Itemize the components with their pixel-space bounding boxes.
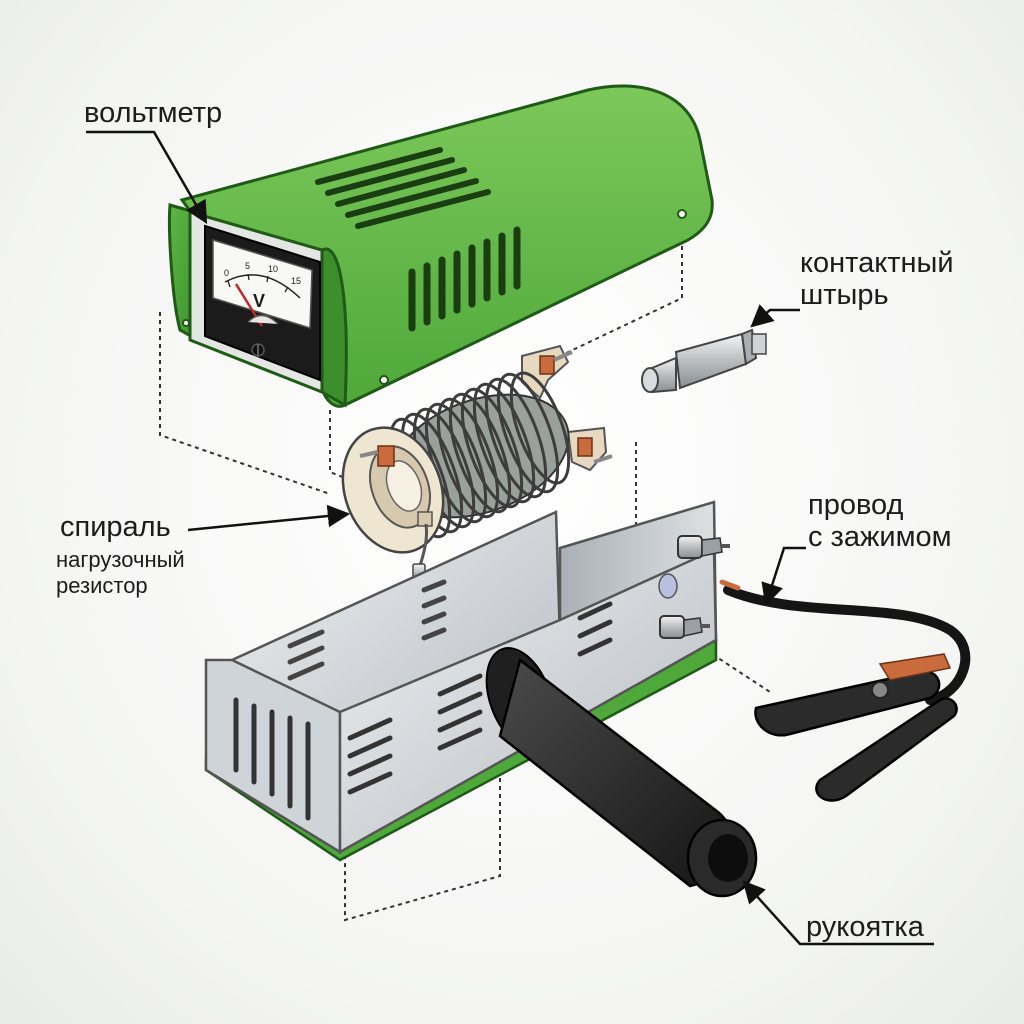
- coil-front-bobbin: [341, 426, 445, 554]
- housing-side-vents: [408, 226, 521, 332]
- coil-assembly: [341, 344, 613, 583]
- contact-pin: [641, 328, 767, 394]
- label-handle: рукоятка: [806, 911, 924, 943]
- metal-chassis: [204, 500, 730, 862]
- label-resistor-line1: нагрузочный: [56, 547, 185, 572]
- label-contact-pin-line1: контактный: [800, 247, 954, 279]
- label-resistor-line2: резистор: [56, 573, 148, 598]
- chassis-back-slots: [287, 579, 447, 681]
- label-wire-line2: с зажимом: [808, 521, 952, 553]
- label-wire-line1: провод: [808, 489, 904, 521]
- voltmeter-scale-10: 10: [268, 264, 279, 274]
- housing-top-vents: [315, 147, 491, 229]
- coil-back-bracket: [521, 344, 613, 472]
- callout-arrows: [86, 130, 934, 946]
- label-spiral: спираль: [60, 511, 171, 543]
- terminal-bolts: [659, 535, 730, 639]
- label-contact-pin-line2: штырь: [800, 279, 889, 311]
- chassis-end-vents: [233, 697, 311, 821]
- handle: [485, 647, 758, 898]
- chassis-front-slots: [347, 601, 613, 795]
- wire-with-clamp: [719, 579, 971, 802]
- voltmeter-unit: V: [253, 291, 266, 311]
- voltmeter-scale-0: 0: [224, 268, 230, 278]
- label-voltmeter: вольтметр: [84, 97, 223, 129]
- voltmeter-scale-5: 5: [245, 261, 251, 271]
- voltmeter: [204, 224, 321, 382]
- voltmeter-scale-15: 15: [291, 276, 302, 286]
- resistor-spiral-wire: [388, 371, 571, 539]
